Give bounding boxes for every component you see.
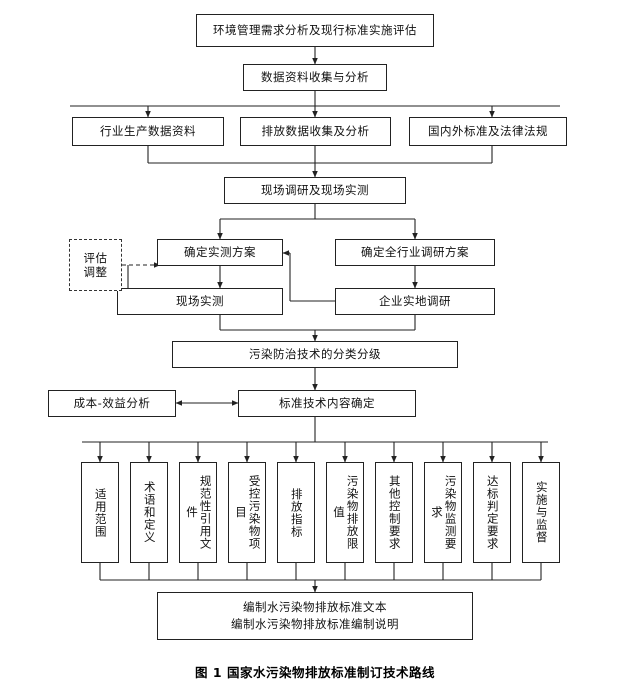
node-data-collection[interactable]: 数据资料收集与分析 [243,64,387,91]
node-standard-content-determination[interactable]: 标准技术内容确定 [238,390,416,417]
content-column-label: 适用范围 [93,487,108,538]
node-label: 标准技术内容确定 [279,396,375,411]
node-label: 编制水污染物排放标准文本 编制水污染物排放标准编制说明 [231,600,399,631]
node-field-survey-and-measurement[interactable]: 现场调研及现场实测 [224,177,406,204]
node-label: 确定实测方案 [184,245,256,260]
node-label: 行业生产数据资料 [100,124,196,139]
node-emission-data-analysis[interactable]: 排放数据收集及分析 [240,117,391,146]
node-label: 排放数据收集及分析 [261,124,370,139]
node-standards-and-laws[interactable]: 国内外标准及法律法规 [409,117,567,146]
node-label: 环境管理需求分析及现行标准实施评估 [213,23,417,38]
node-pollution-tech-classification[interactable]: 污染防治技术的分类分级 [172,341,458,368]
node-enterprise-field-survey[interactable]: 企业实地调研 [335,288,495,315]
node-onsite-measurement[interactable]: 现场实测 [117,288,283,315]
content-column-label: 污染物排放限值 [332,475,360,550]
figure-caption: 图 1 国家水污染物排放标准制订技术路线 [195,665,435,680]
content-column-label: 其他控制要求 [387,475,402,550]
content-column-label: 受控污染物项目 [234,475,262,550]
node-label: 现场实测 [176,294,224,309]
content-column-label: 术语和定义 [142,481,157,544]
content-column-applicable-scope[interactable]: 适用范围 [81,462,119,563]
content-column-emission-indicators[interactable]: 排放指标 [277,462,315,563]
node-label: 评估 调整 [83,250,108,279]
content-column-label: 规范性引用文件 [185,475,213,550]
node-label: 国内外标准及法律法规 [428,124,548,139]
content-column-implementation-supervision[interactable]: 实施与监督 [522,462,560,563]
content-column-monitoring-requirements[interactable]: 污染物监测要求 [424,462,462,563]
content-column-controlled-pollutants[interactable]: 受控污染物项目 [228,462,266,563]
node-label: 企业实地调研 [379,294,451,309]
content-column-label: 排放指标 [289,487,304,538]
node-industry-survey-plan[interactable]: 确定全行业调研方案 [335,239,495,266]
node-label: 污染防治技术的分类分级 [249,347,381,362]
node-label: 现场调研及现场实测 [261,183,369,198]
node-label: 确定全行业调研方案 [361,245,469,260]
content-column-label: 污染物监测要求 [430,475,458,550]
node-draft-standard-text[interactable]: 编制水污染物排放标准文本 编制水污染物排放标准编制说明 [157,592,473,640]
content-column-normative-references[interactable]: 规范性引用文件 [179,462,217,563]
content-column-emission-limits[interactable]: 污染物排放限值 [326,462,364,563]
node-requirement-analysis[interactable]: 环境管理需求分析及现行标准实施评估 [196,14,434,47]
node-label: 数据资料收集与分析 [261,70,369,85]
content-column-compliance-determination[interactable]: 达标判定要求 [473,462,511,563]
node-cost-benefit-analysis[interactable]: 成本-效益分析 [48,390,176,417]
content-column-other-control-requirements[interactable]: 其他控制要求 [375,462,413,563]
content-column-terms-definitions[interactable]: 术语和定义 [130,462,168,563]
content-column-label: 实施与监督 [534,481,549,544]
node-measurement-plan[interactable]: 确定实测方案 [157,239,283,266]
node-industry-production-data[interactable]: 行业生产数据资料 [72,117,224,146]
content-column-label: 达标判定要求 [485,475,500,550]
node-label: 成本-效益分析 [73,396,151,411]
node-evaluate-adjust[interactable]: 评估 调整 [69,239,122,291]
